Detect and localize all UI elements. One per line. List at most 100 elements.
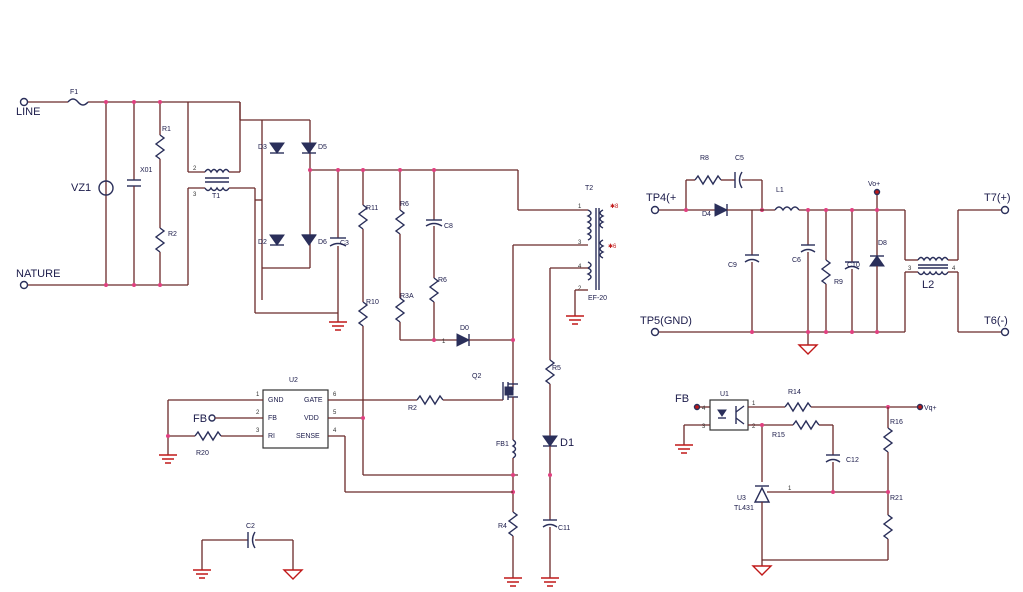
svg-text:SENSE: SENSE bbox=[296, 433, 320, 440]
resistor-r20 bbox=[194, 430, 222, 442]
svg-text:Q2: Q2 bbox=[472, 373, 481, 380]
line-label: LINE bbox=[16, 106, 40, 118]
zener-d8 bbox=[869, 255, 885, 267]
svg-text:C5: C5 bbox=[735, 155, 744, 162]
line-terminal[interactable] bbox=[19, 97, 29, 107]
svg-text:D5: D5 bbox=[318, 144, 327, 151]
tp4-terminal[interactable] bbox=[650, 205, 660, 215]
resistor-r6b bbox=[428, 277, 440, 303]
resistor-r14 bbox=[784, 401, 812, 413]
svg-text:T6(-): T6(-) bbox=[984, 315, 1008, 327]
svg-text:FB: FB bbox=[268, 415, 277, 422]
svg-text:C3: C3 bbox=[340, 240, 349, 247]
diode-d4 bbox=[714, 203, 729, 217]
ground-icon bbox=[329, 321, 347, 331]
svg-text:TP4(+: TP4(+ bbox=[646, 192, 676, 204]
svg-text:R6: R6 bbox=[438, 277, 447, 284]
svg-text:1: 1 bbox=[578, 204, 582, 210]
svg-text:TP5(GND): TP5(GND) bbox=[640, 315, 692, 327]
svg-text:R2: R2 bbox=[408, 405, 417, 412]
resistor-r2-hv bbox=[154, 227, 166, 253]
f1-label: F1 bbox=[70, 89, 78, 96]
svg-text:EF-20: EF-20 bbox=[588, 295, 607, 302]
svg-text:✱6: ✱6 bbox=[608, 243, 617, 250]
svg-text:TL431: TL431 bbox=[734, 505, 754, 512]
svg-text:C11: C11 bbox=[558, 525, 570, 532]
svg-text:6: 6 bbox=[333, 392, 337, 398]
ground-icon bbox=[797, 344, 819, 355]
svg-text:R9: R9 bbox=[834, 279, 843, 286]
svg-text:2: 2 bbox=[193, 166, 197, 172]
svg-text:D6: D6 bbox=[318, 239, 327, 246]
tp5-terminal[interactable] bbox=[650, 327, 660, 337]
input-section: LINE F1 NATURE VZ1 X01 R1 R2 bbox=[16, 89, 256, 313]
svg-text:RI: RI bbox=[268, 433, 275, 440]
svg-text:C12: C12 bbox=[846, 457, 859, 464]
bridge-rectifier: D3 D5 D2 D6 bbox=[239, 102, 518, 314]
svg-text:3: 3 bbox=[702, 424, 706, 430]
svg-text:4: 4 bbox=[952, 266, 956, 272]
varistor-vz1 bbox=[98, 180, 114, 196]
svg-text:5: 5 bbox=[333, 410, 337, 416]
svg-text:U3: U3 bbox=[737, 495, 746, 502]
resistor-r5 bbox=[544, 359, 556, 385]
svg-text:R4: R4 bbox=[498, 523, 507, 530]
resistor-r11 bbox=[357, 204, 369, 230]
mosfet-q2 bbox=[504, 386, 514, 396]
r1-label: R1 bbox=[162, 126, 171, 133]
t6-terminal[interactable] bbox=[1000, 327, 1010, 337]
svg-text:T7(+): T7(+) bbox=[984, 192, 1011, 204]
svg-text:R10: R10 bbox=[366, 299, 379, 306]
svg-text:4: 4 bbox=[578, 264, 582, 270]
svg-text:R6: R6 bbox=[400, 201, 409, 208]
svg-text:R16: R16 bbox=[890, 419, 903, 426]
resistor-r1 bbox=[154, 134, 166, 160]
ground-icon bbox=[566, 315, 584, 325]
svg-text:L1: L1 bbox=[776, 187, 784, 194]
resistor-r6a bbox=[394, 209, 406, 235]
t7-terminal[interactable] bbox=[1000, 205, 1010, 215]
svg-text:1: 1 bbox=[752, 401, 756, 407]
resistor-r10 bbox=[357, 301, 369, 327]
ground-icon bbox=[751, 565, 773, 576]
svg-text:R15: R15 bbox=[772, 432, 785, 439]
svg-text:3: 3 bbox=[193, 192, 197, 198]
inductor-fb1 bbox=[511, 439, 517, 459]
svg-text:4: 4 bbox=[702, 406, 706, 412]
capacitor-c9 bbox=[744, 258, 760, 263]
fb-terminal-right[interactable] bbox=[693, 403, 701, 411]
controller-u2: U2 GND FB RI GATE VDD SENSE 1 2 3 6 5 4 … bbox=[159, 377, 503, 492]
svg-text:Vo+: Vo+ bbox=[868, 181, 880, 188]
svg-text:R14: R14 bbox=[788, 389, 801, 396]
ground-icon bbox=[193, 569, 211, 579]
transformer-t2: T2 EF-20 1 3 4 2 ✱8 ✱6 bbox=[511, 170, 619, 390]
svg-text:T2: T2 bbox=[585, 185, 593, 192]
svg-text:FB1: FB1 bbox=[496, 441, 509, 448]
svg-text:U2: U2 bbox=[289, 377, 298, 384]
svg-text:C2: C2 bbox=[246, 523, 255, 530]
svg-text:C6: C6 bbox=[792, 257, 801, 264]
svg-text:R5: R5 bbox=[552, 365, 561, 372]
capacitor-c2 bbox=[251, 531, 256, 549]
svg-text:D0: D0 bbox=[460, 325, 469, 332]
diode-d0 bbox=[456, 333, 471, 347]
svg-text:L2: L2 bbox=[922, 279, 934, 291]
resistor-r15 bbox=[792, 419, 820, 431]
fb-terminal-left[interactable] bbox=[208, 414, 216, 422]
t1-label: T1 bbox=[212, 193, 220, 200]
svg-text:2: 2 bbox=[752, 424, 756, 430]
ground-icon bbox=[504, 577, 522, 587]
ground-icon bbox=[282, 569, 304, 580]
svg-text:C8: C8 bbox=[444, 223, 453, 230]
inductor-l1 bbox=[774, 206, 800, 212]
svg-text:C10: C10 bbox=[847, 262, 860, 269]
diode-d1 bbox=[542, 435, 558, 447]
svg-text:D4: D4 bbox=[702, 211, 711, 218]
svg-text:Vq+: Vq+ bbox=[924, 405, 937, 412]
resistor-r2 bbox=[416, 394, 444, 406]
capacitor-c11 bbox=[542, 523, 558, 528]
nature-terminal[interactable] bbox=[19, 280, 29, 290]
svg-text:D2: D2 bbox=[258, 239, 267, 246]
